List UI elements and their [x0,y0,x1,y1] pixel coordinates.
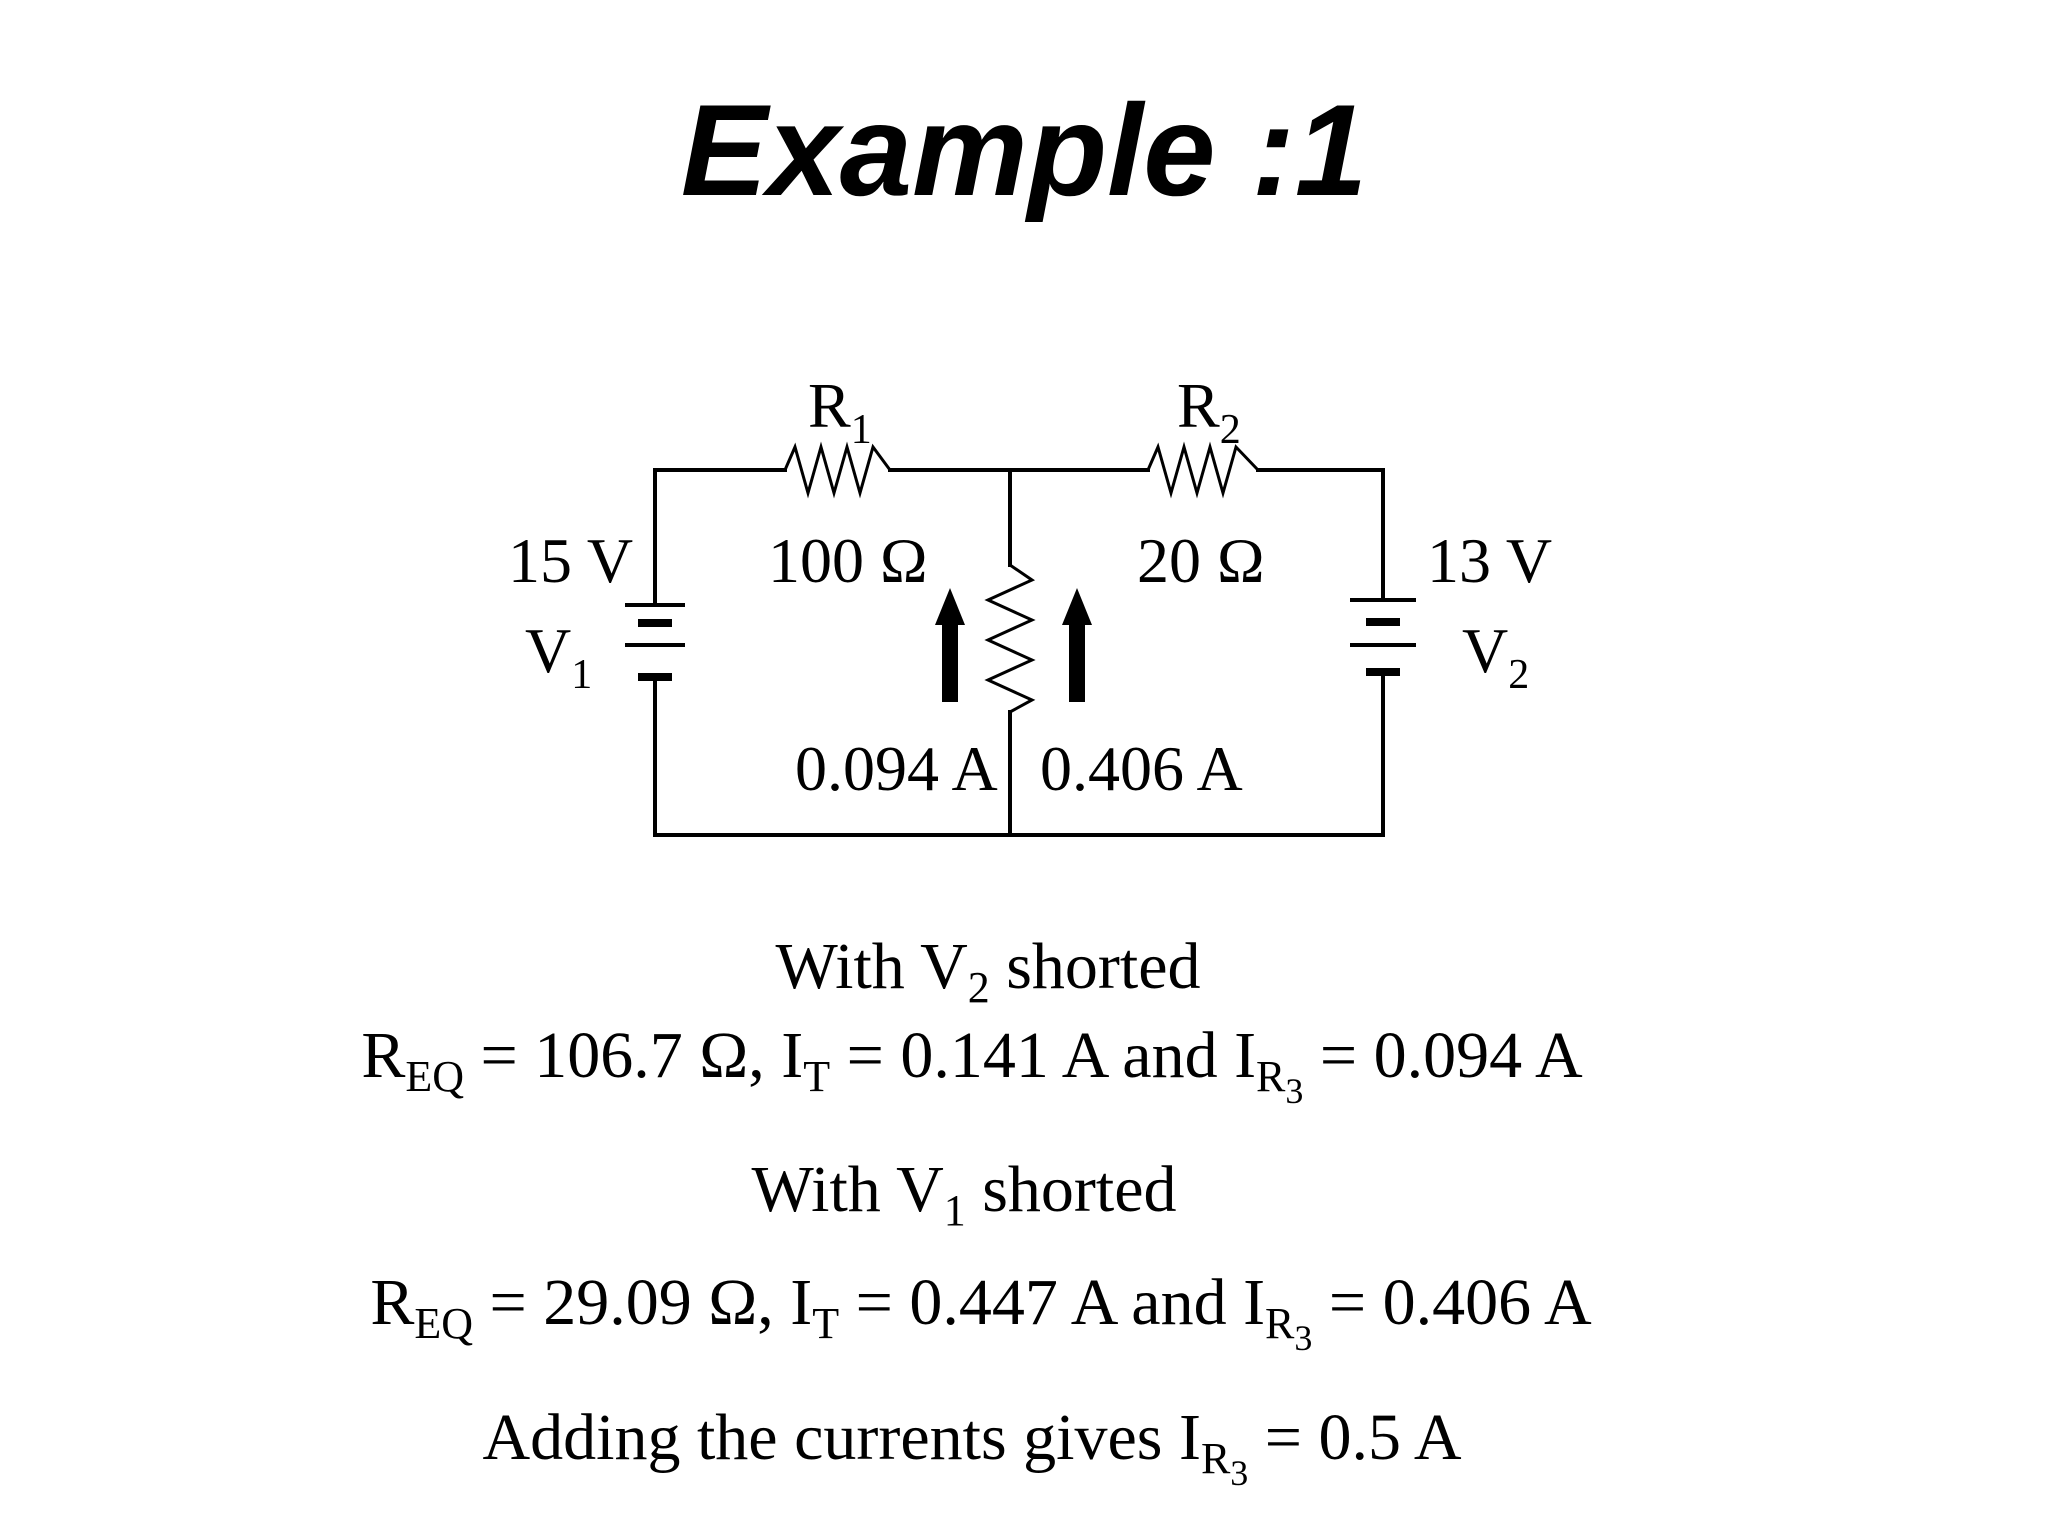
top-wire [653,468,1385,567]
r2-label: R2 [1177,370,1241,453]
r1-label: R1 [808,370,872,453]
v1-battery [625,603,685,681]
v2-label: V2 [1462,615,1529,698]
current-left-label: 0.094 A [795,733,998,804]
v1-label: V1 [525,615,592,698]
case1-heading: With V2 shorted [775,930,1201,1012]
right-current-arrow [1062,588,1092,702]
slide-title: Example :1 [680,77,1368,223]
current-right-label: 0.406 A [1040,733,1243,804]
case2-equation: REQ = 29.09 Ω, IT = 0.447 A and IR3 = 0.… [370,1266,1592,1358]
r3-resistor [984,563,1036,714]
case1-equation: REQ = 106.7 Ω, IT = 0.141 A and IR3 = 0.… [361,1019,1583,1111]
case2-heading: With V1 shorted [751,1153,1177,1235]
r2-resistor [1146,441,1260,499]
r1-value: 100 Ω [768,525,928,596]
r1-resistor [783,441,892,499]
v1-value: 15 V [508,525,633,596]
v2-battery [1350,598,1416,676]
conclusion: Adding the currents gives IR3 = 0.5 A [482,1401,1462,1493]
r2-value: 20 Ω [1137,525,1265,596]
v2-value: 13 V [1427,525,1552,596]
left-current-arrow [935,588,965,702]
